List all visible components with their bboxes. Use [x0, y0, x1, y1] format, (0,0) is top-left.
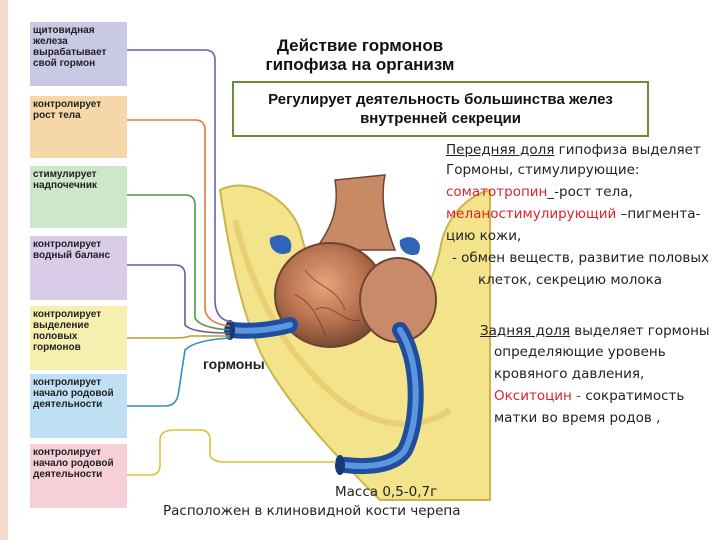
posterior-line-5: матки во время родов , — [494, 410, 661, 426]
somatotropin-desc: _-рост тела, — [547, 184, 633, 200]
side-box-water: контролирует водный баланс — [30, 236, 127, 300]
mass-text: Масса 0,5-0,7г — [335, 484, 438, 500]
location-text: Расположен в клиновидной кости черепа — [163, 503, 461, 519]
diagram-title: Действие гормонов гипофиза на организм — [265, 36, 455, 74]
connector-thyroid — [127, 49, 233, 323]
connector-growth — [127, 119, 231, 327]
anterior-line-7: клеток, секрецию молока — [478, 272, 663, 288]
anterior-line-3: соматотропин_-рост тела, — [446, 182, 633, 202]
side-box-growth: контролирует рост тела — [30, 96, 127, 158]
anterior-line-6: - обмен веществ, развитие половых — [452, 250, 710, 266]
small-vessel-right — [399, 237, 420, 256]
side-box-thyroid: щитовидная железа вырабатывает свой горм… — [30, 22, 127, 86]
gland-vessels — [294, 269, 361, 336]
somatotropin: соматотропин — [446, 184, 548, 200]
anterior-line-2: Гормоны, стимулирующие: — [446, 162, 640, 178]
side-box-birth-2: контролирует начало родовой деятельности — [30, 444, 127, 508]
pituitary-stalk — [313, 174, 397, 251]
connector-birth-pink — [127, 429, 336, 476]
left-decor-stripe — [0, 0, 8, 540]
small-vessel-left — [269, 235, 292, 255]
side-box-birth-1: контролирует начало родовой деятельности — [30, 374, 127, 438]
connector-water — [127, 264, 231, 334]
hormones-label: гормоны — [203, 356, 265, 372]
anterior-line-4: меланостимулирующий –пигмента- — [446, 204, 700, 224]
tube-down-opening — [335, 455, 345, 475]
anterior-line-5: цию кожи, — [446, 228, 522, 244]
melanostimulating: меланостимулирующий — [446, 206, 617, 222]
posterior-line-3: кровяного давления, — [494, 366, 645, 382]
posterior-line-4: Окситоцин - сократимость — [494, 386, 684, 406]
posterior-text1: выделяет гормоны — [569, 323, 710, 339]
anterior-line-1: Передняя доля гипофиза выделяет — [446, 140, 701, 160]
connector-adrenal — [127, 194, 231, 331]
oxytocin-desc: сократимость — [581, 388, 685, 404]
connector-birth-blue — [127, 337, 231, 407]
side-box-adrenal: стимулирует надпочечник — [30, 166, 127, 228]
posterior-line-2: определяющие уровень — [494, 344, 666, 360]
anterior-text1: гипофиза выделяет — [554, 142, 701, 158]
oxytocin: Окситоцин - — [494, 388, 582, 404]
posterior-heading: Задняя доля — [480, 323, 570, 339]
anterior-heading: Передняя доля — [446, 142, 555, 158]
side-box-sex: контролирует выделение половых гормонов — [30, 306, 127, 370]
connector-sex — [127, 335, 230, 339]
melanostimulating-desc: –пигмента- — [616, 206, 701, 222]
main-function-box: Регулирует деятельность большинства желе… — [232, 81, 649, 137]
posterior-line-1: Задняя доля выделяет гормоны — [480, 321, 710, 341]
